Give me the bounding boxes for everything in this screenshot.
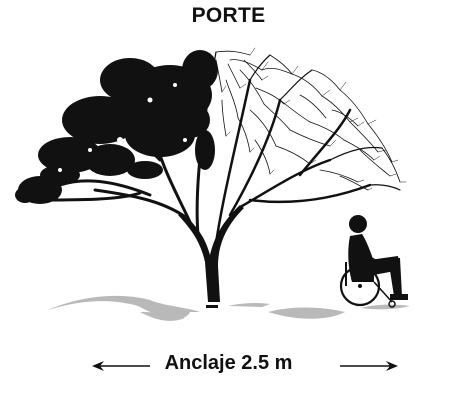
ground-shadow xyxy=(48,295,410,321)
anchorage-label: Anclaje 2.5 m xyxy=(164,352,293,374)
tree-silhouette-icon xyxy=(15,47,407,308)
arrow-right-icon xyxy=(340,361,398,371)
wheelchair-user-icon xyxy=(339,215,408,308)
arrow-left-icon xyxy=(92,361,150,371)
diagram-title: PORTE xyxy=(191,4,266,27)
